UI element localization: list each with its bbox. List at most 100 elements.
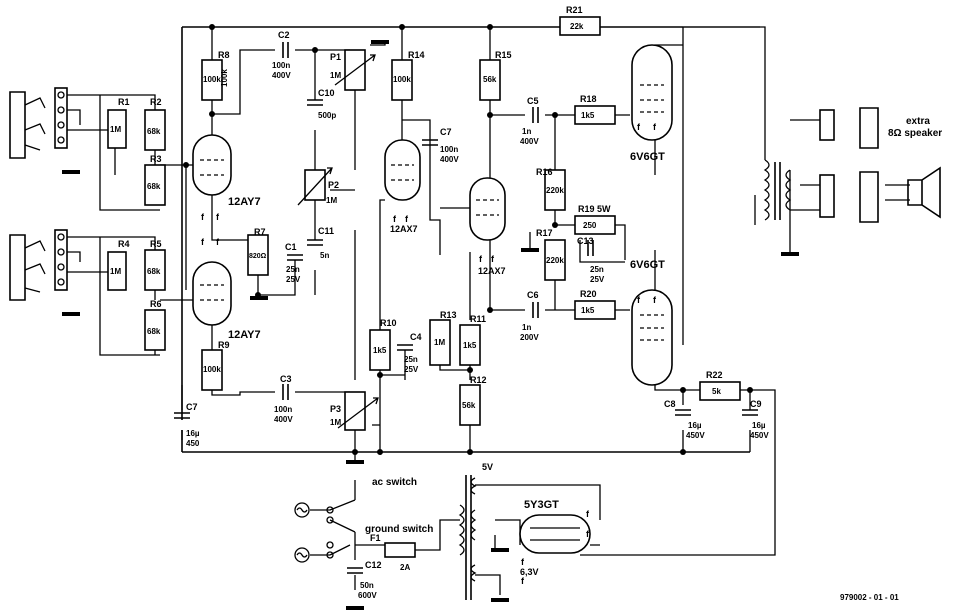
pot-p2 [304,169,326,201]
capacitor-c11 [307,239,323,246]
value: 68k [147,182,161,191]
tube-label: 12AX7 [478,266,506,276]
value: 68k [147,327,161,336]
resistor-r1 [107,109,127,149]
value: 5k [712,387,721,396]
tube-v5 [631,44,673,141]
resistor-r18 [574,105,616,125]
value: 1M [330,418,341,427]
resistor-r17 [544,239,566,281]
value: 820Ω [249,253,267,260]
filament-label: f [586,509,590,519]
label: R15 [495,50,512,60]
value: 600V [358,591,377,600]
value: 500p [318,111,336,120]
filament-label: f [216,212,220,222]
value: 25V [404,365,419,374]
value: 68k [147,127,161,136]
label: R12 [470,375,487,385]
filament-label: f [491,254,495,264]
value: 1k5 [581,306,595,315]
value: 1M [330,71,341,80]
voltage-label: 6,3V [520,567,539,577]
value: 220k [546,186,564,195]
resistor-r20 [574,300,616,320]
tube-label: 12AX7 [390,224,418,234]
resistor-r2 [144,109,166,151]
filament-label: f [405,214,409,224]
capacitor-c7b [422,139,438,146]
value: 56k [483,75,497,84]
filament-label: f [201,237,205,247]
filament-label: f [479,254,483,264]
value: 1n [522,127,531,136]
label: P1 [330,52,341,62]
label: C10 [318,88,335,98]
label: C3 [280,374,292,384]
reference-number: 979002 - 01 - 01 [840,593,899,602]
resistor-r7 [247,234,269,276]
value: 1k5 [373,346,387,355]
label: C2 [278,30,290,40]
resistor-r22 [699,381,741,401]
resistor-r15 [479,59,501,101]
filament-label: f [521,576,525,586]
value: 68k [147,267,161,276]
label: P2 [328,180,339,190]
value: 2A [400,563,410,572]
label: C1 [285,242,297,252]
filament-label: f [393,214,397,224]
value: 1k5 [581,111,595,120]
label: C8 [664,399,676,409]
label: C11 [318,226,334,236]
value: 5n [320,251,329,260]
resistor-r4 [107,251,127,291]
output-jacks [819,107,941,223]
label: C9 [750,399,762,409]
tube-label: 6V6GT [630,151,665,163]
value: 450V [686,431,705,440]
label: R17 [536,228,553,238]
capacitor-c1 [287,254,303,261]
ac-inputs [294,502,334,563]
tube-rectifier [519,514,591,554]
tube-v4 [469,177,506,241]
label: R16 [536,167,553,177]
input-jacks [9,87,68,301]
resistor-r13 [429,319,451,366]
capacitor-c10 [307,99,323,106]
filament-label: f [653,122,657,132]
value: 25n [590,265,604,274]
label: R2 [150,97,162,107]
tube-v1 [192,134,232,196]
value: 16µ [688,421,702,430]
label: C4 [410,332,422,342]
speaker-label: 8Ω speaker [888,128,942,139]
label: C6 [527,290,539,300]
value: 450V [750,431,769,440]
tube-label: 5Y3GT [524,499,559,511]
label: R3 [150,154,162,164]
value: 450 [186,439,200,448]
ac-switch-label: ac switch [372,477,417,488]
label: R18 [580,94,597,104]
voltage-label: 5V [482,462,493,472]
value: 100k [220,69,229,87]
resistor-r9 [201,349,223,391]
label: R7 [254,227,266,237]
tube-v6 [631,289,673,386]
capacitor-c7a [174,412,190,419]
resistor-r19 [574,215,616,235]
filament-label: f [637,122,641,132]
value: 25V [590,275,605,284]
value: 25n [286,265,300,274]
value: 1M [326,196,337,205]
value: 22k [570,22,584,31]
capacitor-c12 [347,567,363,574]
resistor-r16 [544,169,566,211]
value: 250 [583,221,597,230]
label: C7 [186,402,198,412]
value: 400V [274,415,293,424]
resistors [107,16,741,558]
label: C12 [365,560,382,570]
